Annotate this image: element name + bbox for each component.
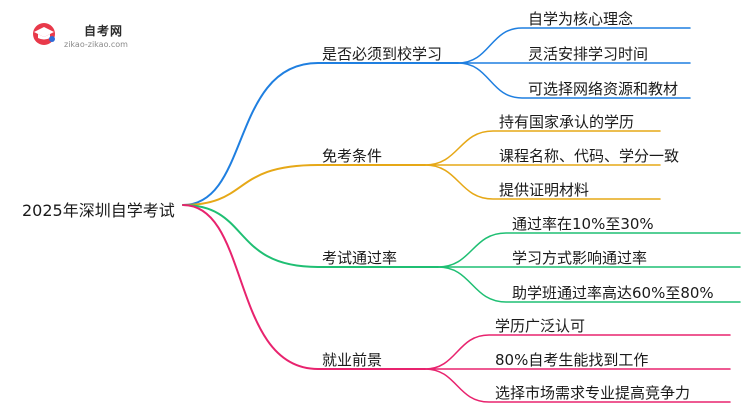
leaf-pass-rate-1: 通过率在10%至30%	[512, 215, 654, 233]
connector-leaf-1-0	[424, 130, 661, 166]
connector-branch-0	[182, 62, 459, 206]
leaf-employment-2: 80%自考生能找到工作	[495, 351, 649, 369]
connector-leaf-0-2	[457, 62, 691, 99]
leaf-exemption-2: 课程名称、代码、学分一致	[499, 147, 680, 165]
connector-branch-1	[182, 164, 426, 206]
connector-branch-2	[182, 204, 439, 268]
connector-leaf-3-2	[424, 368, 731, 403]
branch-exemption: 免考条件	[322, 147, 383, 165]
logo-url: zikao-zikao.com	[64, 40, 128, 49]
leaf-employment-3: 选择市场需求专业提高竞争力	[495, 384, 691, 402]
branch-employment: 就业前景	[322, 351, 383, 369]
connector-leaf-3-0	[424, 334, 731, 370]
leaf-employment-1: 学历广泛认可	[495, 317, 586, 335]
leaf-pass-rate-3: 助学班通过率高达60%至80%	[512, 284, 714, 302]
leaf-exemption-1: 持有国家承认的学历	[499, 113, 635, 131]
leaf-exemption-3: 提供证明材料	[499, 181, 590, 199]
logo-title: 自考网	[84, 24, 124, 38]
graduation-cap-icon	[33, 23, 55, 45]
leaf-campus-3: 可选择网络资源和教材	[528, 80, 679, 98]
site-logo: 自考网 zikao-zikao.com	[30, 20, 150, 50]
connector-leaf-1-2	[424, 164, 661, 200]
connector-leaf-2-2	[437, 266, 741, 303]
leaf-campus-2: 灵活安排学习时间	[528, 45, 649, 63]
branch-pass-rate: 考试通过率	[322, 249, 398, 267]
connector-branch-3	[182, 204, 426, 370]
connector-leaf-0-0	[457, 27, 691, 64]
leaf-campus-1: 自学为核心理念	[528, 10, 634, 28]
root-topic: 2025年深圳自学考试	[22, 201, 175, 220]
leaf-pass-rate-2: 学习方式影响通过率	[512, 249, 648, 267]
connector-leaf-2-0	[437, 232, 741, 268]
branch-campus-study: 是否必须到校学习	[322, 45, 443, 63]
